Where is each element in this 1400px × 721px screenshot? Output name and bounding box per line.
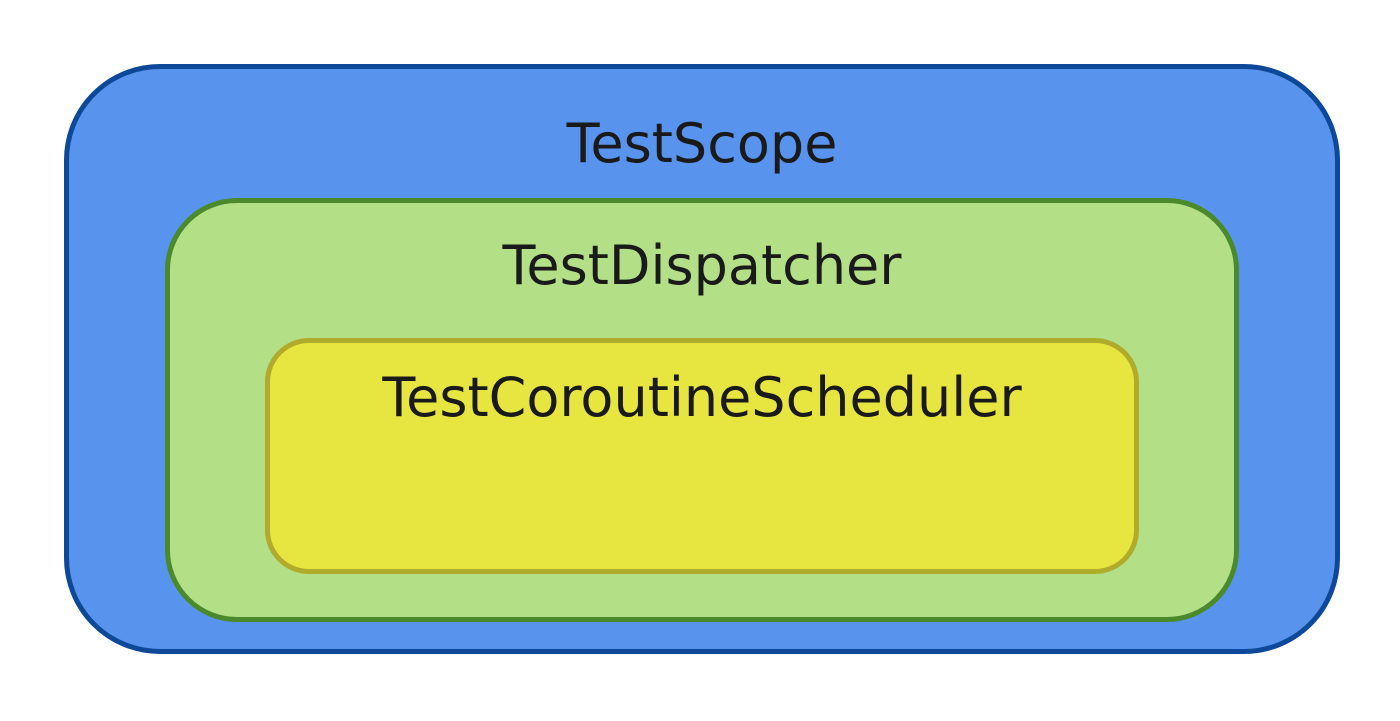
test-scope-label: TestScope — [566, 112, 838, 175]
test-coroutine-scheduler-box: TestCoroutineScheduler — [265, 338, 1139, 574]
test-dispatcher-label: TestDispatcher — [502, 234, 902, 297]
test-coroutine-scheduler-label: TestCoroutineScheduler — [382, 366, 1022, 429]
